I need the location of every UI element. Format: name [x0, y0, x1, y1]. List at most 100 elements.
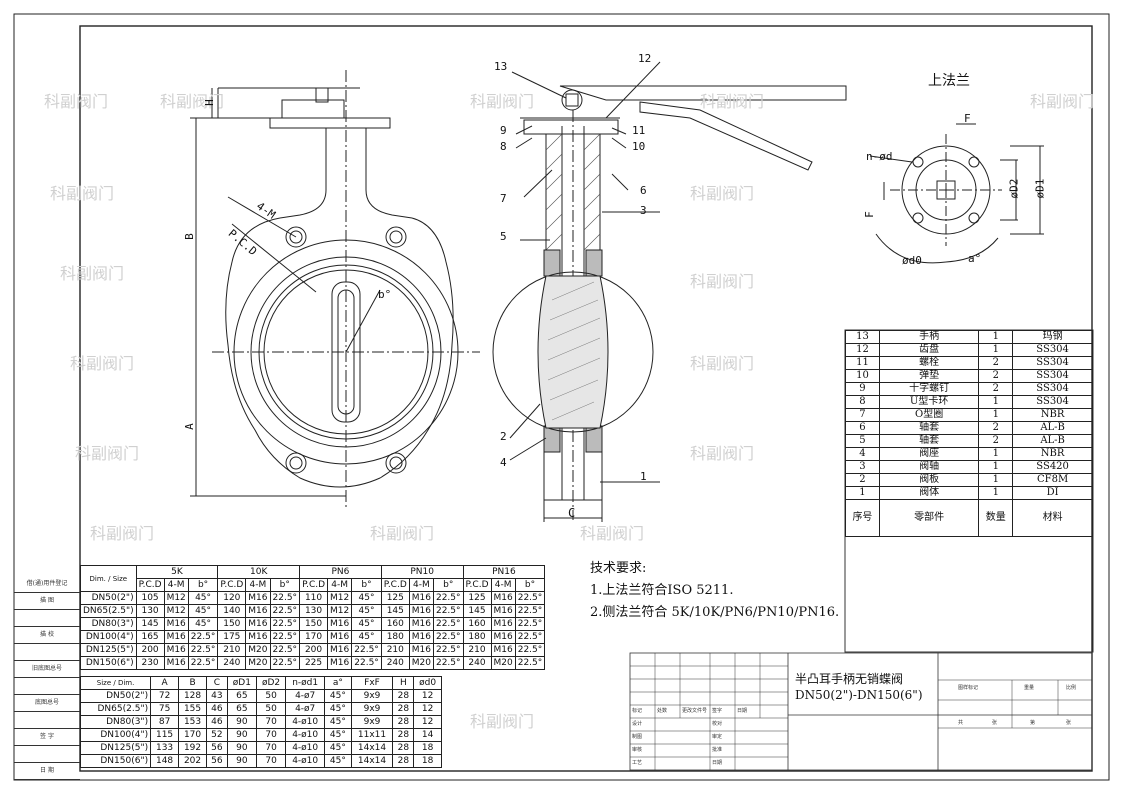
bom-cell-name: 十字螺钉: [878, 382, 980, 396]
title-block-label: 审定: [712, 734, 723, 740]
dims-header-cell: ød0: [413, 676, 442, 690]
dims-value-cell: 4-ø7: [285, 702, 326, 716]
bom-header-row: 序号 零部件 数量 材料: [845, 499, 1093, 537]
flange-value-cell: 45°: [351, 604, 382, 618]
bom-cell-name: 手柄: [878, 330, 980, 344]
bom-cell-material: SS304: [1012, 382, 1093, 396]
bom-cell-no: 9: [845, 382, 880, 396]
dim-label-phiD1: øD1: [1033, 178, 1047, 199]
bom-cell-qty: 1: [978, 395, 1014, 409]
flange-value-cell: M16: [327, 643, 353, 657]
bom-cell-material: CF8M: [1012, 473, 1093, 487]
dims-corner-cell: Size / Dim.: [79, 676, 152, 690]
dims-value-cell: 14x14: [350, 741, 394, 755]
watermark: 科副阀门: [60, 264, 125, 283]
flange-value-cell: M20: [245, 643, 271, 657]
title-block-label: 更改文件号: [682, 708, 708, 714]
flange-value-cell: M16: [490, 591, 516, 605]
flange-value-cell: 180: [380, 630, 410, 644]
product-name: 半凸耳手柄无销蝶阀: [795, 672, 904, 686]
dims-value-cell: 9x9: [350, 702, 394, 716]
flange-value-cell: 200: [299, 643, 329, 657]
flange-value-cell: 22.5°: [351, 643, 382, 657]
dims-value-cell: 28: [392, 741, 415, 755]
dims-value-cell: 4-ø10: [285, 728, 326, 742]
balloon-2: 2: [500, 430, 507, 443]
side-strip-label: 旧底图总号: [14, 661, 80, 678]
flange-subheader: 4-M: [490, 578, 516, 592]
dims-value-cell: 90: [226, 715, 257, 729]
product-size-range: DN50(2")-DN150(6"): [795, 688, 923, 702]
flange-value-cell: 45°: [351, 617, 382, 631]
flange-value-cell: 22.5°: [432, 591, 464, 605]
flange-value-cell: 230: [135, 656, 165, 670]
flange-group-header: 5K: [135, 565, 219, 579]
dims-header-cell: øD2: [255, 676, 287, 690]
dims-value-cell: 9x9: [350, 715, 394, 729]
flange-value-cell: 130: [299, 604, 329, 618]
dim-label-phiD2: øD2: [1007, 178, 1021, 199]
side-strip-label: 描 图: [14, 593, 80, 610]
flange-group-header: PN16: [462, 565, 546, 579]
flange-value-cell: M16: [245, 630, 271, 644]
flange-value-cell: M16: [490, 643, 516, 657]
dim-label-b: b°: [378, 288, 392, 301]
side-strip-label: 日 期: [14, 763, 80, 780]
dims-size-cell: DN50(2"): [79, 689, 152, 703]
flange-value-cell: 22.5°: [269, 604, 301, 618]
dims-value-cell: 153: [178, 715, 208, 729]
dims-value-cell: 50: [255, 702, 287, 716]
flange-value-cell: M16: [490, 630, 516, 644]
flange-value-cell: 22.5°: [187, 643, 219, 657]
flange-value-cell: 150: [217, 617, 247, 631]
side-strip-label: [14, 610, 80, 627]
watermark: 科副阀门: [700, 92, 765, 111]
dims-value-cell: 70: [255, 728, 287, 742]
dims-value-cell: 4-ø10: [285, 741, 326, 755]
flange-value-cell: 22.5°: [269, 591, 301, 605]
dims-header-cell: B: [178, 676, 208, 690]
bom-cell-qty: 1: [978, 486, 1014, 500]
technical-notes: 技术要求: 1.上法兰符合ISO 5211. 2.侧法兰符合 5K/10K/PN…: [590, 558, 839, 624]
title-block-label: 标记: [632, 708, 643, 714]
front-view: [190, 70, 480, 510]
dims-value-cell: 11x11: [350, 728, 394, 742]
bom-cell-name: 轴套: [878, 434, 980, 448]
flange-subheader: 4-M: [245, 578, 271, 592]
watermark: 科副阀门: [160, 92, 225, 111]
flange-value-cell: 125: [380, 591, 410, 605]
watermark: 科副阀门: [470, 92, 535, 111]
title-block-label: 设计: [632, 721, 643, 727]
title-block-label: 校对: [712, 721, 723, 727]
flange-value-cell: 160: [462, 617, 492, 631]
dims-value-cell: 155: [178, 702, 208, 716]
dims-value-cell: 18: [413, 741, 442, 755]
dims-value-cell: 43: [206, 689, 228, 703]
dim-label-A: A: [182, 423, 196, 430]
dims-value-cell: 192: [178, 741, 208, 755]
dims-value-cell: 46: [206, 715, 228, 729]
flange-subheader: b°: [351, 578, 382, 592]
title-block-label: 工艺: [632, 760, 643, 766]
flange-subheader: b°: [269, 578, 301, 592]
flange-value-cell: M20: [408, 656, 434, 670]
dim-label-C: C: [568, 506, 576, 520]
flange-value-cell: M16: [408, 617, 434, 631]
flange-value-cell: M16: [163, 630, 189, 644]
flange-size-cell: DN65(2.5"): [80, 604, 137, 618]
flange-value-cell: M12: [163, 604, 189, 618]
dims-value-cell: 115: [150, 728, 180, 742]
title-block-label: 批准: [712, 747, 723, 753]
flange-value-cell: 22.5°: [514, 617, 546, 631]
bom-cell-no: 11: [845, 356, 880, 370]
flange-subheader: 4-M: [327, 578, 353, 592]
dims-value-cell: 12: [413, 702, 442, 716]
